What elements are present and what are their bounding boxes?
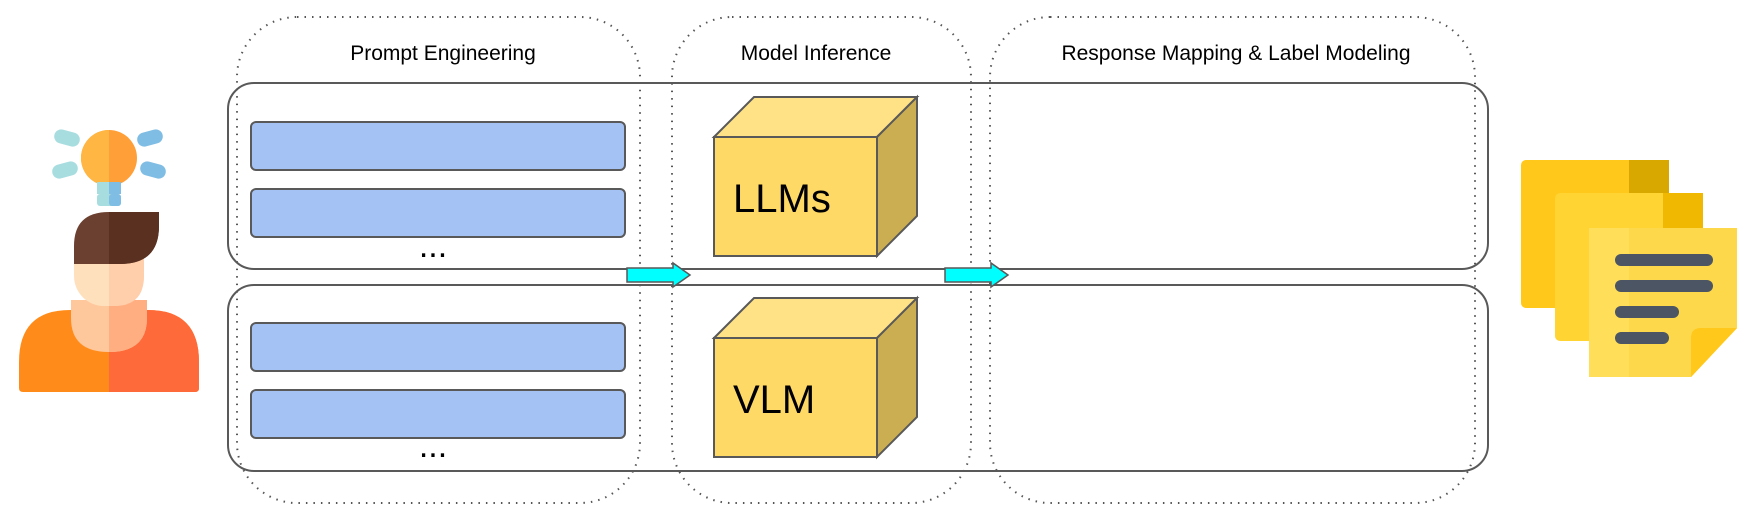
flow-arrow — [626, 261, 692, 289]
prompt-bar — [250, 389, 626, 439]
idea-spark-icon — [52, 129, 166, 179]
person-with-idea-icon — [19, 129, 199, 392]
output-notes-icon — [1521, 160, 1737, 377]
prompt-ellipsis: ... — [419, 227, 447, 265]
model-cube-llm: LLMs — [711, 94, 920, 259]
prompt-bar — [250, 322, 626, 372]
lightbulb-icon — [81, 130, 137, 206]
stage-box-response-mapping — [989, 16, 1476, 504]
prompt-bar — [250, 188, 626, 238]
row-lane-vlm — [227, 284, 1489, 472]
stage-title-response-mapping: Response Mapping & Label Modeling — [1061, 42, 1410, 65]
stage-title-prompt-engineering: Prompt Engineering — [350, 42, 536, 65]
stage-title-model-inference: Model Inference — [741, 42, 892, 65]
prompt-bar — [250, 121, 626, 171]
model-cube-vlm: VLM — [711, 295, 920, 460]
model-label-vlm: VLM — [733, 378, 815, 422]
model-label-llm: LLMs — [733, 177, 831, 221]
flow-arrow — [944, 261, 1010, 289]
document-lines-icon — [1615, 254, 1713, 344]
row-lane-llm — [227, 82, 1489, 270]
prompt-ellipsis: ... — [419, 427, 447, 465]
